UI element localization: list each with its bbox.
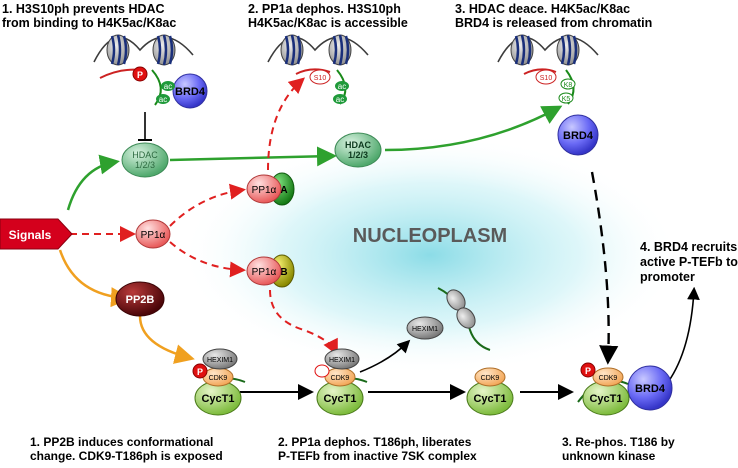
hexim1-label-free: HEXIM1 bbox=[412, 326, 438, 333]
brd4-free bbox=[557, 114, 599, 156]
k5-label: K5 bbox=[562, 96, 571, 103]
caption-bottom-3-line1: 3. Re-phos. T186 by bbox=[562, 435, 675, 449]
ac-label-2a: ac bbox=[338, 82, 346, 91]
ptefb-complex-2: CycT1 CDK9 HEXIM1 bbox=[314, 348, 368, 416]
brd4-complex-label: BRD4 bbox=[635, 383, 666, 395]
nucleoplasm-label: NUCLEOPLASM bbox=[353, 225, 507, 247]
cdk9-label-1: CDK9 bbox=[209, 375, 228, 382]
phospho-p-label-c3: P bbox=[585, 366, 591, 376]
pp1a-b-label: PP1α bbox=[252, 267, 277, 278]
ptefb-free: CycT1 CDK9 bbox=[466, 367, 514, 416]
phospho-p-label-c1: P bbox=[197, 367, 203, 377]
hdac-left bbox=[121, 142, 169, 178]
nucleoplasm-glow bbox=[180, 135, 680, 375]
ac-label-1a: ac bbox=[164, 82, 172, 91]
diagram-svg: NUCLEOPLASM BRD4 P ac ac bbox=[0, 34, 700, 416]
pp1a-a-label: PP1α bbox=[252, 185, 277, 196]
signals-box: Signals bbox=[0, 218, 73, 250]
caption-top-2-line1: 2. PP1a dephos. H3S10ph bbox=[248, 2, 401, 16]
hdac-mid-line2: 1/2/3 bbox=[348, 150, 368, 160]
brd4-bound-label: BRD4 bbox=[175, 86, 206, 98]
caption-bottom-2: 2. PP1a dephos. T186ph, liberates P-TEFb… bbox=[278, 435, 477, 463]
brd4-bound bbox=[172, 73, 208, 109]
k8-label: K8 bbox=[564, 82, 573, 89]
caption-top-1: 1. H3S10ph prevents HDAC from binding to… bbox=[2, 2, 176, 30]
hexim1-released: HEXIM1 bbox=[406, 287, 491, 351]
s10-label-3: S10 bbox=[540, 75, 553, 82]
caption-step-4: 4. BRD4 recruits active P-TEFb to promot… bbox=[640, 240, 738, 285]
cyct1-label-2: CycT1 bbox=[323, 393, 356, 405]
hdac-left-line2: 1/2/3 bbox=[135, 160, 155, 170]
caption-top-3: 3. HDAC deace. H4K5ac/K8ac BRD4 is relea… bbox=[455, 2, 652, 30]
a-label: A bbox=[280, 185, 287, 196]
hexim1-label-1: HEXIM1 bbox=[207, 357, 233, 364]
caption-bottom-2-line2: P-TEFb from inactive 7SK complex bbox=[278, 449, 477, 463]
hexim1-label-2: HEXIM1 bbox=[329, 357, 355, 364]
caption-bottom-1-line1: 1. PP2B induces conformational bbox=[30, 435, 214, 449]
brd4-free-label: BRD4 bbox=[563, 130, 594, 142]
cdk9-label-2: CDK9 bbox=[331, 375, 350, 382]
pp1a-label: PP1α bbox=[141, 230, 166, 241]
cyct1-label-3: CycT1 bbox=[473, 393, 506, 405]
hdac-mid-line1: HDAC bbox=[345, 140, 371, 150]
cdk9-label-4: CDK9 bbox=[599, 375, 618, 382]
chromatin-3: S10 K8 K5 bbox=[497, 34, 599, 105]
caption-bottom-3-line2: unknown kinase bbox=[562, 449, 656, 463]
cyct1-label-1: CycT1 bbox=[201, 393, 234, 405]
caption-step-4-line3: promoter bbox=[640, 270, 695, 284]
hdac-left-line1: HDAC bbox=[132, 150, 158, 160]
chromatin-1: BRD4 P ac ac bbox=[93, 34, 208, 109]
caption-step-4-line2: active P-TEFb to bbox=[640, 255, 738, 269]
pp2b bbox=[115, 281, 165, 317]
ac-label-2b: ac bbox=[336, 95, 344, 104]
chromatin-2: S10 ac ac bbox=[267, 34, 369, 105]
phospho-p-label: P bbox=[137, 70, 143, 80]
s10-label-2: S10 bbox=[314, 75, 327, 82]
caption-bottom-3: 3. Re-phos. T186 by unknown kinase bbox=[562, 435, 675, 463]
b-label: B bbox=[280, 267, 287, 278]
caption-top-2-line2: H4K5ac/K8ac is accessible bbox=[248, 16, 408, 30]
hdac-mid bbox=[334, 132, 382, 168]
caption-top-3-line1: 3. HDAC deace. H4K5ac/K8ac bbox=[455, 2, 631, 16]
cyct1-label-4: CycT1 bbox=[589, 393, 622, 405]
caption-step-4-line1: 4. BRD4 recruits bbox=[640, 240, 738, 254]
cdk9-label-3: CDK9 bbox=[481, 375, 500, 382]
ac-label-1b: ac bbox=[159, 95, 167, 104]
signals-label: Signals bbox=[9, 228, 52, 242]
caption-bottom-1: 1. PP2B induces conformational change. C… bbox=[30, 435, 223, 463]
pp2b-label: PP2B bbox=[126, 294, 155, 306]
pp1a bbox=[135, 219, 171, 249]
caption-bottom-1-line2: change. CDK9-T186ph is exposed bbox=[30, 449, 223, 463]
caption-top-3-line2: BRD4 is released from chromatin bbox=[455, 16, 653, 30]
ptefb-complex-1: CycT1 CDK9 HEXIM1 P bbox=[192, 348, 246, 416]
caption-top-1-line1: 1. H3S10ph prevents HDAC bbox=[2, 2, 165, 16]
pp1a-a bbox=[246, 174, 282, 204]
caption-bottom-2-line1: 2. PP1a dephos. T186ph, liberates bbox=[278, 435, 472, 449]
pp1a-b bbox=[246, 256, 282, 286]
ptefb-brd4-complex: BRD4 CycT1 CDK9 P bbox=[577, 362, 673, 416]
caption-top-1-line2: from binding to H4K5ac/K8ac bbox=[2, 16, 177, 30]
caption-top-2: 2. PP1a dephos. H3S10ph H4K5ac/K8ac is a… bbox=[248, 2, 408, 30]
